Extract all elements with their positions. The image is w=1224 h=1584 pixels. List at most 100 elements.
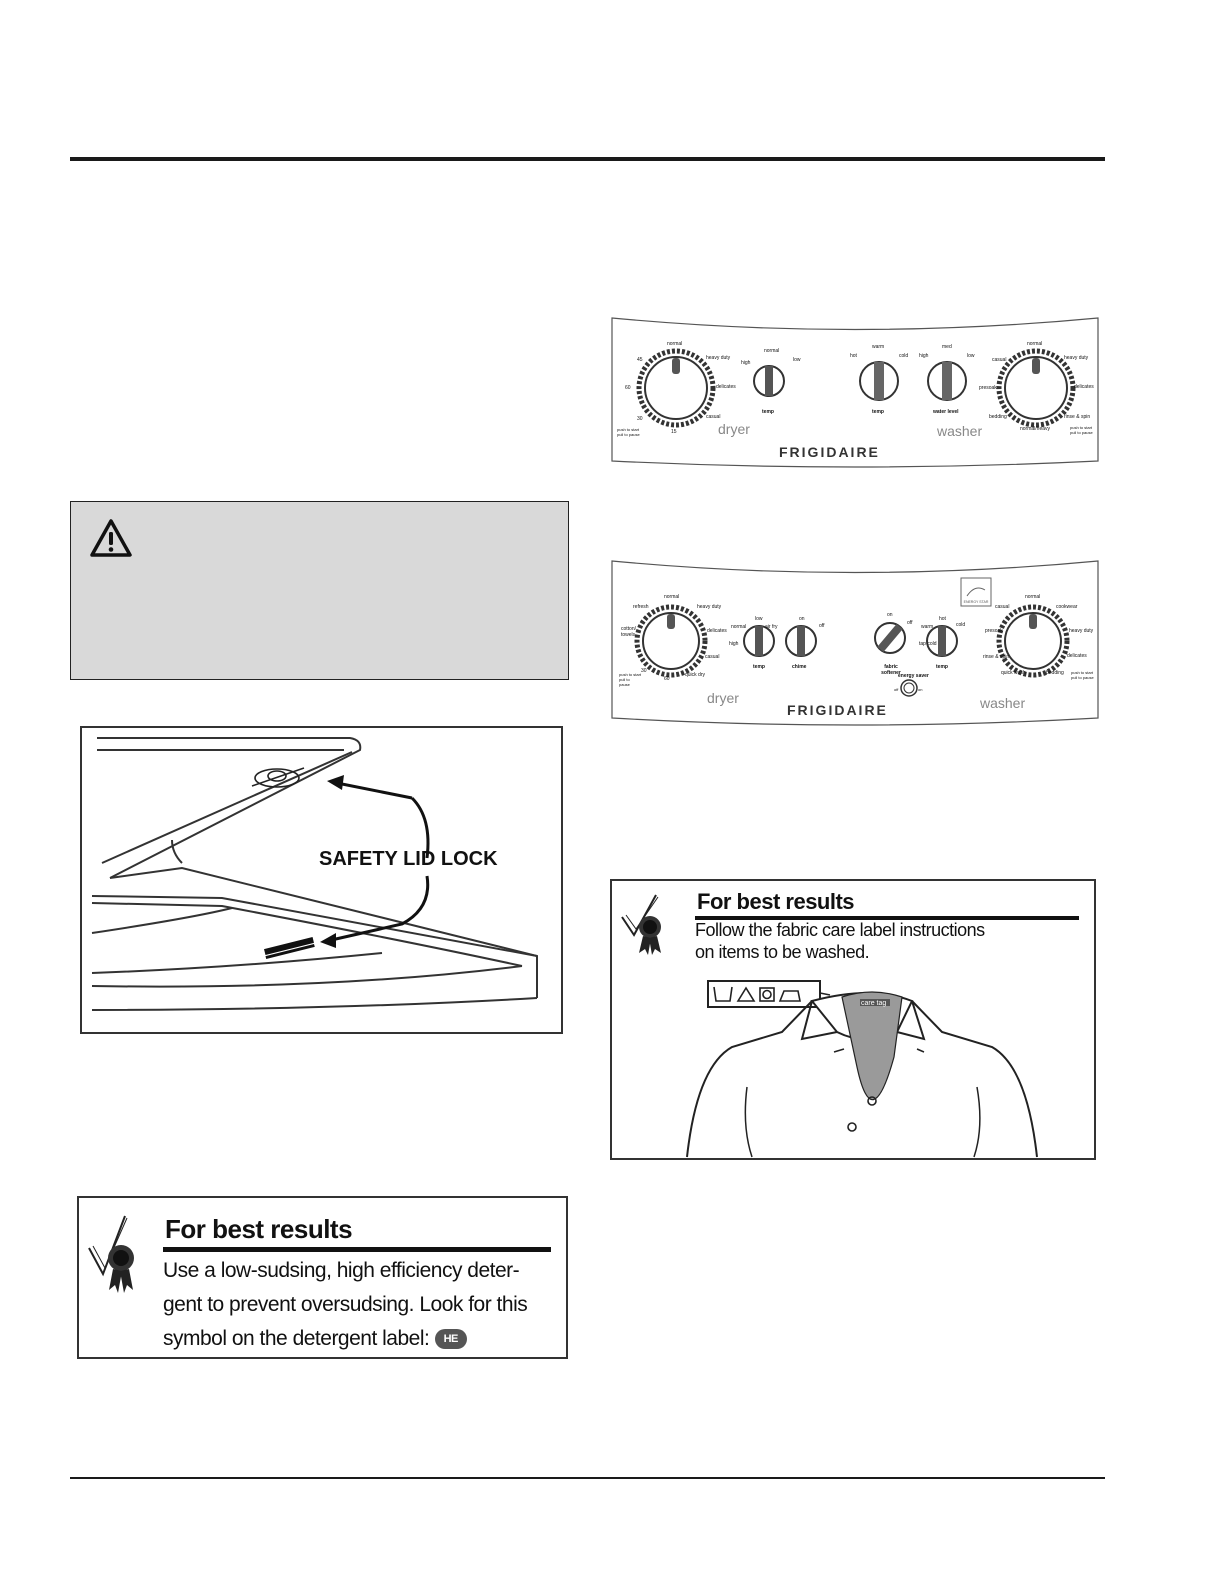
dryer-cycle-label: 60	[664, 676, 670, 682]
dryer-cycle-label: 30	[641, 668, 647, 674]
energy-saver-title: energy saver	[898, 673, 929, 679]
dryer-cycle-label: 60	[625, 385, 631, 391]
washer-cycle-label: presoak	[985, 628, 1003, 634]
energy-saver-label: off	[894, 687, 899, 692]
washer-cycle-label: presoak	[979, 385, 997, 391]
washer-cycle-label: heavy duty	[1069, 628, 1094, 634]
dryer-cycle-label: delicates	[707, 628, 727, 634]
washer-temp-title: temp	[872, 409, 884, 415]
dryer-temp-title: temp	[753, 664, 765, 670]
washer-cycle-label: normal/heavy	[1020, 426, 1051, 432]
tip-title: For best results	[165, 1214, 353, 1244]
brand-logo: FRIGIDAIRE	[779, 444, 880, 460]
tip-title-rule	[163, 1247, 551, 1252]
dryer-cycle-label: heavy duty	[697, 604, 722, 610]
washer-temp-title: temp	[936, 664, 948, 670]
softener-label: on	[887, 612, 893, 618]
safety-lid-lock-label: SAFETY LID LOCK	[319, 848, 498, 870]
control-panel-1-graphic	[611, 317, 1099, 468]
dryer-temp-label: normal	[731, 624, 747, 630]
lid-lock-figure: SAFETY LID LOCK	[80, 726, 563, 1034]
washer-word: washer	[937, 423, 983, 439]
softener-label: off	[907, 620, 913, 626]
dryer-start-note: push to start pull to pause	[617, 427, 640, 437]
washer-cycle-label: normal	[1025, 594, 1041, 600]
tip-title-rule	[695, 916, 1079, 920]
washer-cycle-label: bedding	[1046, 670, 1064, 676]
washer-temp-label: cold	[956, 622, 966, 628]
tip-body: Follow the fabric care label instruction…	[695, 919, 985, 963]
bottom-rule	[70, 1477, 1105, 1479]
washer-cycle-label: rinse & spin	[1064, 414, 1091, 420]
washer-cycle-label: rinse & spin	[983, 654, 1010, 660]
washer-temp-label: tap cold	[919, 641, 937, 647]
care-tag-text: care tag	[861, 1000, 887, 1007]
control-panel-1: normal heavy duty delicates casual 15 30…	[609, 313, 1101, 468]
dryer-temp-label: high	[729, 641, 739, 647]
chime-title: chime	[792, 664, 807, 670]
dryer-cycle-label: 30	[637, 416, 643, 422]
tip-line: Use a low-sudsing, high efficiency deter…	[163, 1259, 520, 1282]
water-level-label: med	[942, 344, 952, 350]
dryer-temp-label: air fry	[765, 624, 778, 630]
dryer-temp-label: normal	[764, 348, 780, 354]
dryer-cycle-label: casual	[706, 414, 721, 420]
washer-temp-label: warm	[921, 624, 934, 630]
washer-lid-illustration	[91, 737, 538, 1011]
washer-temp-label: hot	[850, 353, 857, 359]
energy-star-badge: ENERGY STAR	[963, 600, 989, 604]
dryer-cycle-label: normal	[664, 594, 680, 600]
tip-line: gent to prevent oversudsing. Look for th…	[163, 1293, 528, 1316]
washer-cycle-label: delicates	[1067, 653, 1087, 659]
washer-cycle-label: normal	[1027, 341, 1043, 347]
washer-temp-label: cold	[899, 353, 909, 359]
tip-title: For best results	[697, 889, 855, 914]
dryer-word: dryer	[707, 690, 739, 706]
tip-line: Follow the fabric care label instruction…	[695, 920, 985, 940]
brand-logo: FRIGIDAIRE	[787, 702, 888, 718]
tip-line: symbol on the detergent label: HE	[163, 1322, 527, 1356]
dryer-cycle-label: 15	[671, 429, 677, 435]
water-level-title: water level	[933, 409, 959, 415]
award-ribbon-icon	[88, 1215, 134, 1293]
washer-temp-label: warm	[872, 344, 885, 350]
tip-line-text: symbol on the detergent label:	[163, 1327, 430, 1350]
chime-label: on	[799, 616, 805, 622]
dryer-temp-label: high	[741, 360, 751, 366]
control-panel-2-graphic	[611, 560, 1099, 726]
he-symbol-text: HE	[443, 1333, 459, 1346]
washer-temp-label: hot	[939, 616, 946, 622]
dryer-start-note: push to start pull to pause	[619, 672, 642, 687]
dryer-cycle-label: 45	[637, 357, 643, 363]
tip-body: Use a low-sudsing, high efficiency deter…	[163, 1254, 528, 1356]
top-rule	[70, 157, 1105, 161]
he-symbol-icon: HE	[434, 1329, 467, 1350]
washer-cycle-label: quick wash	[1001, 670, 1026, 676]
award-ribbon-icon	[621, 894, 661, 955]
energy-saver-label: on	[918, 687, 923, 692]
warning-triangle-icon	[90, 519, 132, 557]
dryer-temp-label: low	[793, 357, 801, 363]
shirt-care-label-illustration	[686, 980, 1038, 1158]
washer-cycle-label: casual	[992, 357, 1007, 363]
tip-line: on items to be washed.	[695, 942, 870, 962]
dryer-cycle-label: delicates	[716, 384, 736, 390]
dryer-cycle-label: casual	[705, 654, 720, 660]
dryer-cycle-label: cotton/ towels	[621, 626, 637, 638]
dryer-temp-title: temp	[762, 409, 774, 415]
dryer-temp-label: low	[755, 616, 763, 622]
washer-start-note: push to start pull to pause	[1071, 670, 1094, 680]
washer-cycle-label: bedding	[989, 414, 1007, 420]
washer-cycle-label: heavy duty	[1064, 355, 1089, 361]
control-panel-2: ENERGY STAR normal heavy duty delicates …	[609, 556, 1101, 728]
dryer-cycle-label: quick dry	[685, 672, 706, 678]
chime-label: off	[819, 623, 825, 629]
water-level-label: low	[967, 353, 975, 359]
water-level-label: high	[919, 353, 929, 359]
dryer-cycle-label: refresh	[633, 604, 649, 610]
softener-title: fabric softener	[881, 664, 901, 676]
washer-cycle-label: delicates	[1074, 384, 1094, 390]
warning-box	[70, 501, 569, 680]
dryer-word: dryer	[718, 421, 750, 437]
tip-fabric-care: For best results Follow the fabric care …	[610, 879, 1096, 1160]
